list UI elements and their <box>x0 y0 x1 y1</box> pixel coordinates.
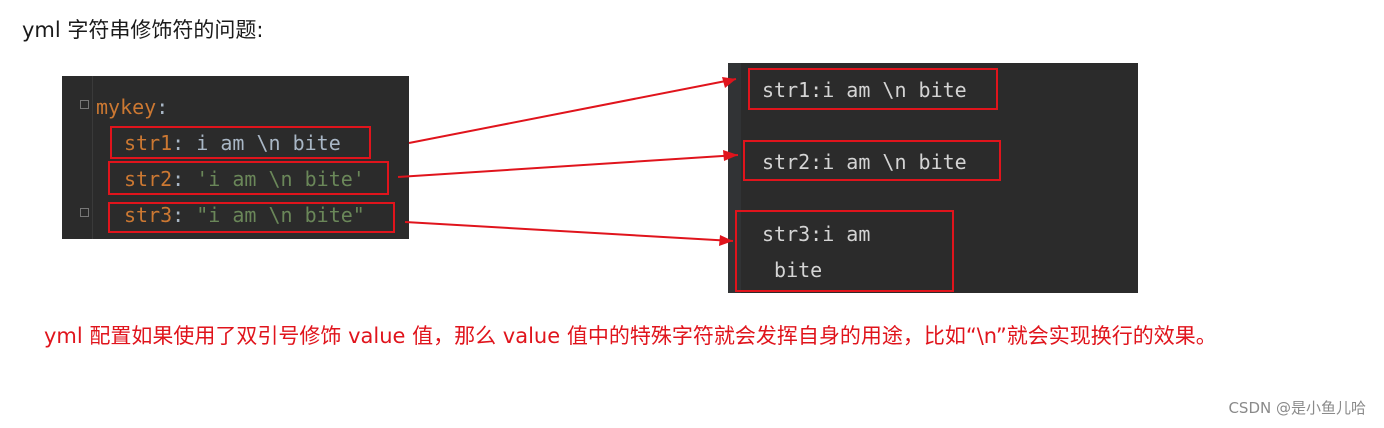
separator: : <box>172 203 197 227</box>
separator: : <box>172 131 197 155</box>
output-str1: str1:i am \n bite <box>762 78 967 102</box>
separator: : <box>172 167 197 191</box>
explanation-note: yml 配置如果使用了双引号修饰 value 值，那么 value 值中的特殊字… <box>44 324 1217 348</box>
key-mykey: mykey <box>96 95 157 119</box>
highlight-box-str3 <box>108 202 395 233</box>
line-str1: str1: i am \n bite <box>124 131 341 155</box>
key-str1: str1 <box>124 131 173 155</box>
colon: : <box>156 95 169 119</box>
highlight-box-str1 <box>110 126 371 159</box>
output-str2: str2:i am \n bite <box>762 150 967 174</box>
fold-open-icon[interactable] <box>80 100 89 109</box>
editor-gutter <box>62 76 93 239</box>
output-str3-line1: str3:i am <box>762 222 871 246</box>
highlight-box-str2 <box>108 161 389 195</box>
output-str3-line2: bite <box>762 258 823 282</box>
line-str2: str2: 'i am \n bite' <box>124 167 365 191</box>
console-gutter <box>728 63 741 293</box>
arrow-str2 <box>397 154 739 178</box>
highlight-box-out3 <box>735 210 954 292</box>
line-mykey: mykey: <box>96 95 168 119</box>
watermark-credit: CSDN @是小鱼儿哈 <box>1228 399 1366 417</box>
fold-end-icon[interactable] <box>80 208 89 217</box>
arrowhead-str1 <box>722 77 736 88</box>
arrowhead-str2 <box>723 150 738 161</box>
page-heading: yml 字符串修饰符的问题: <box>22 18 264 42</box>
line-str3: str3: "i am \n bite" <box>124 203 365 227</box>
highlight-box-out1 <box>748 68 998 110</box>
highlight-box-out2 <box>743 140 1001 181</box>
arrow-str3 <box>404 221 734 242</box>
arrowhead-str3 <box>719 235 733 246</box>
key-str3: str3 <box>124 203 173 227</box>
key-str2: str2 <box>124 167 173 191</box>
arrow-str1 <box>408 78 737 144</box>
value-str3: "i am \n bite" <box>196 203 365 227</box>
value-str2: 'i am \n bite' <box>196 167 365 191</box>
console-output: str1:i am \n bite str2:i am \n bite str3… <box>728 63 1138 293</box>
value-str1: i am \n bite <box>196 131 341 155</box>
